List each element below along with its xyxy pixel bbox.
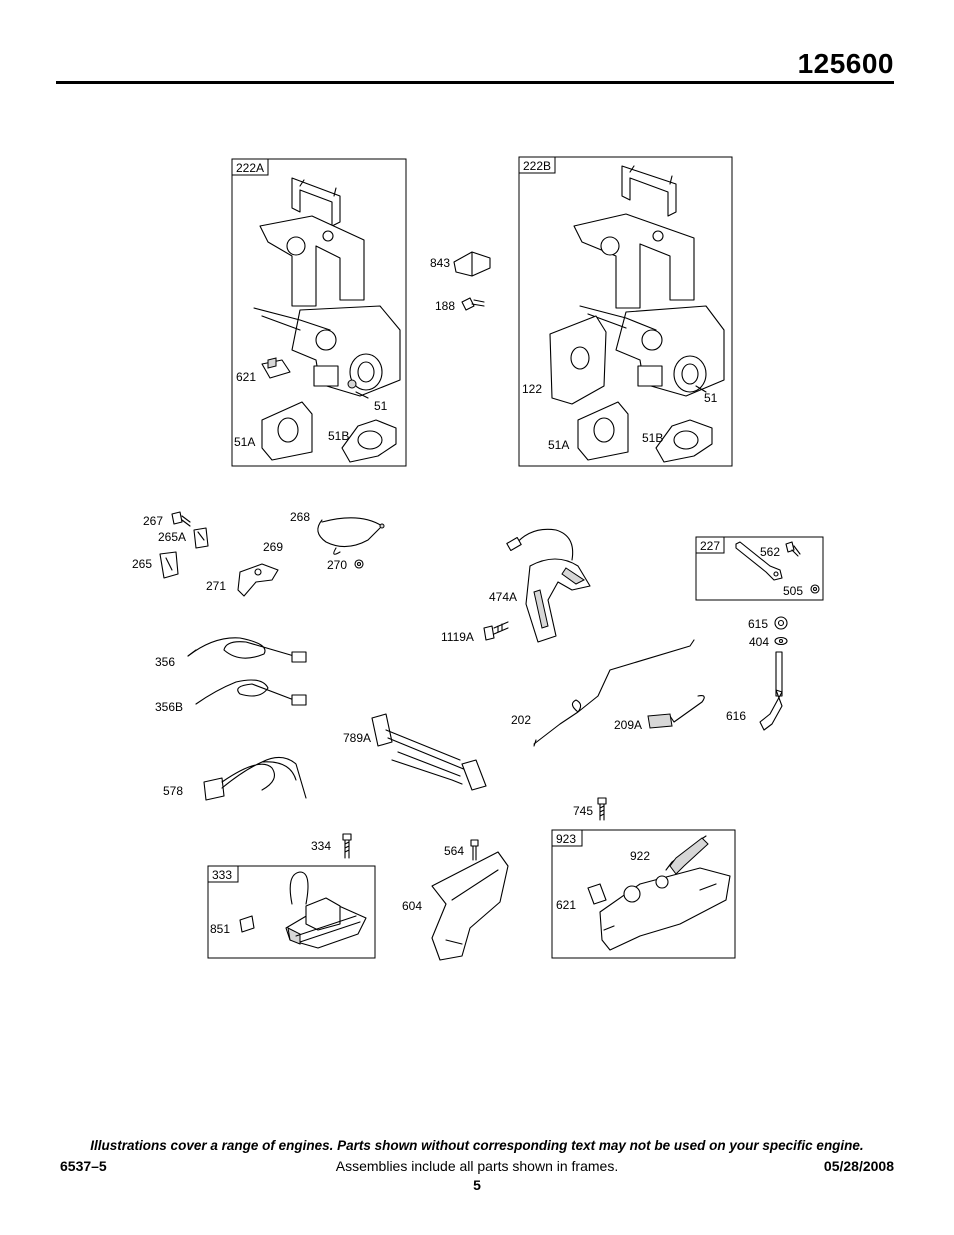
choke-link-621a [261,357,291,379]
callout-269: 269 [263,540,283,554]
callout-1119A: 1119A [441,630,474,644]
air-guide-604 [431,851,509,961]
frame-222a: 222A [231,158,407,467]
governor-lever-227 [735,541,783,581]
page-number: 5 [473,1177,481,1193]
screw-562 [785,541,801,557]
callout-922: 922 [630,849,650,863]
callout-267: 267 [143,514,163,528]
governor-bracket-assembly-222b [573,165,725,397]
document-date: 05/28/2008 [823,1158,894,1174]
gasket-51B-a [341,419,397,463]
armature-333 [285,871,367,949]
frame-923: 923 [551,829,736,959]
lever-271 [237,563,279,597]
ignition-armature-474A [506,528,591,643]
callout-51: 51 [374,399,388,413]
wire-harness-578 [203,756,307,801]
callout-843: 843 [430,256,450,270]
callout-51B: 51B [328,429,349,443]
frame-333: 333 [207,865,376,959]
gasket-122 [549,315,607,405]
frame-label-227: 227 [700,539,720,553]
callout-616: 616 [726,709,746,723]
callout-564: 564 [444,844,464,858]
washer-615 [774,616,788,630]
callout-265A: 265A [158,530,186,544]
cable-268 [317,517,385,555]
callout-334: 334 [311,839,331,853]
boot-843 [453,251,491,277]
callout-122: 122 [522,382,542,396]
callout-51A: 51A [548,438,569,452]
frame-label-923: 923 [556,832,576,846]
governor-bracket-assembly-222a [253,177,401,399]
callout-474A: 474A [489,590,517,604]
frame-label-222b: 222B [523,159,551,173]
nut-270 [354,559,364,569]
callout-356B: 356B [155,700,183,714]
document-number: 6537–5 [60,1158,107,1174]
wire-356 [187,637,307,663]
choke-link-621b [587,883,607,905]
callout-271: 271 [206,579,226,593]
callout-265: 265 [132,557,152,571]
washer-404 [774,636,788,646]
governor-shaft-616 [759,651,783,731]
footer-disclaimer: Illustrations cover a range of engines. … [90,1138,864,1153]
callout-268: 268 [290,510,310,524]
nut-505 [810,584,820,594]
callout-621: 621 [236,370,256,384]
clip-265 [159,551,179,579]
gasket-51A-b [577,401,629,461]
callout-404: 404 [749,635,769,649]
model-number: 125600 [797,48,894,79]
frame-227: 227 [695,536,824,601]
screw-267 [171,511,191,527]
callout-356: 356 [155,655,175,669]
callout-51: 51 [704,391,718,405]
wire-356B [195,679,307,706]
callout-851: 851 [210,922,230,936]
callout-505: 505 [783,584,803,598]
spring-209A [647,695,705,729]
callout-578: 578 [163,784,183,798]
clip-851 [239,915,255,933]
screw-564 [470,839,479,861]
screw-188 [461,297,485,311]
control-bracket-923 [599,835,731,951]
screw-745 [597,797,607,821]
gasket-51A-a [261,401,313,461]
callout-202: 202 [511,713,531,727]
callout-51B: 51B [642,431,663,445]
screw-1119A [483,621,509,641]
callout-745: 745 [573,804,593,818]
callout-615: 615 [748,617,768,631]
gasket-51B-b [655,419,713,463]
header-rule [56,81,894,84]
callout-51A: 51A [234,435,255,449]
callout-562: 562 [760,545,780,559]
frame-label-333: 333 [212,868,232,882]
assemblies-note: Assemblies include all parts shown in fr… [335,1158,619,1174]
callout-789A: 789A [343,731,371,745]
callout-209A: 209A [614,718,642,732]
governor-link-202 [533,639,695,747]
callout-270: 270 [327,558,347,572]
screw-334 [342,833,352,859]
callout-188: 188 [435,299,455,313]
callout-621: 621 [556,898,576,912]
frame-label-222a: 222A [236,161,264,175]
harness-789A [371,713,487,791]
clip-265A [193,527,209,549]
callout-604: 604 [402,899,422,913]
frame-222b: 222B [518,156,733,467]
